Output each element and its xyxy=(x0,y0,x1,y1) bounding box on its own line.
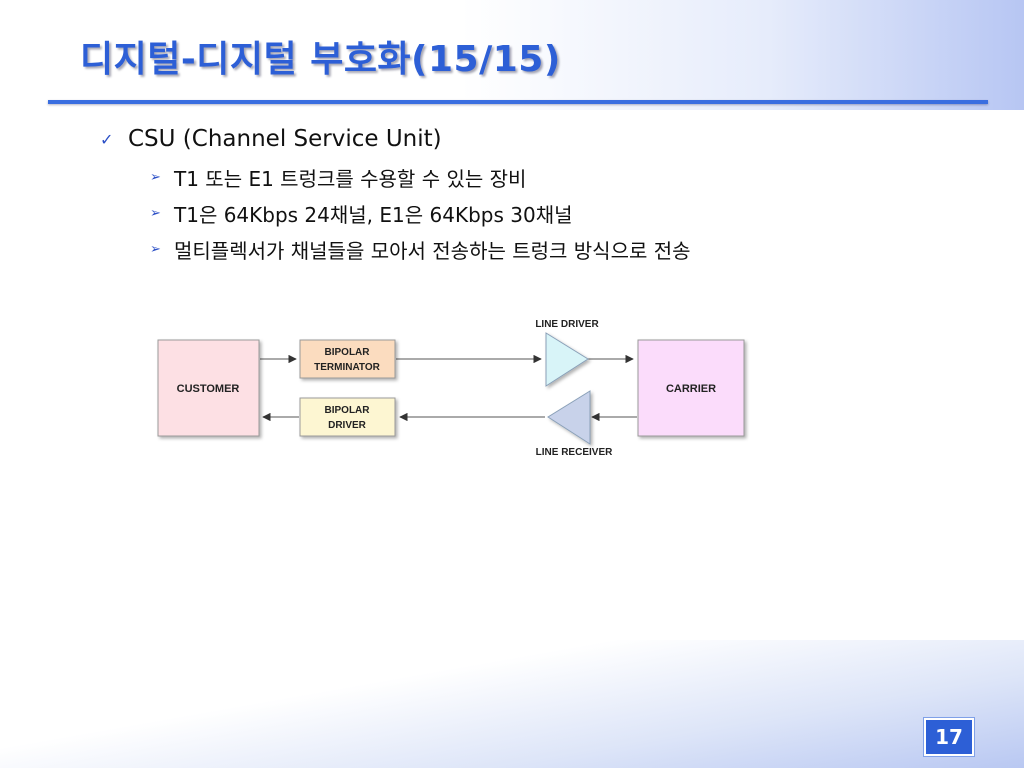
slide-title: 디지털-디지털 부호화(15/15) xyxy=(80,39,561,80)
bipolar-terminator-label-line1: BIPOLAR xyxy=(325,347,371,358)
checkmark-icon: ✓ xyxy=(100,129,114,149)
sub-bullet-3: ➢ 멀티플렉서가 채널들을 모아서 전송하는 트렁크 방식으로 전송 xyxy=(150,235,691,263)
bipolar-driver-block xyxy=(299,397,396,437)
line-receiver-amplifier-icon xyxy=(547,390,591,445)
bipolar-terminator-label-line2: TERMINATOR xyxy=(314,362,381,373)
sub-bullet-text: T1 또는 E1 트렁크를 수용할 수 있는 장비 xyxy=(174,166,527,191)
title-underline xyxy=(48,100,988,104)
carrier-label: CARRIER xyxy=(666,383,716,395)
arrowhead-icon: ➢ xyxy=(150,205,161,221)
csu-block-diagram: CUSTOMER CARRIER BIPOLAR TERMINATOR BIPO… xyxy=(157,319,745,458)
header-background xyxy=(0,0,1024,110)
line-driver-label: LINE DRIVER xyxy=(535,319,599,330)
arrowhead-icon: ➢ xyxy=(150,169,161,185)
footer-background xyxy=(0,640,1024,768)
line-driver-amplifier-icon xyxy=(545,332,589,387)
line-receiver-label: LINE RECEIVER xyxy=(536,447,613,458)
sub-bullet-text: T1은 64Kbps 24채널, E1은 64Kbps 30채널 xyxy=(174,202,573,227)
sub-bullet-text: 멀티플렉서가 채널들을 모아서 전송하는 트렁크 방식으로 전송 xyxy=(174,238,691,263)
carrier-block xyxy=(637,339,745,437)
bullet-text: CSU (Channel Service Unit) xyxy=(128,126,442,152)
sub-bullet-2: ➢ T1은 64Kbps 24채널, E1은 64Kbps 30채널 xyxy=(150,199,573,227)
bipolar-driver-label-line1: BIPOLAR xyxy=(325,405,371,416)
customer-block xyxy=(157,339,260,437)
page-number: 17 xyxy=(923,717,975,757)
bipolar-driver-label-line2: DRIVER xyxy=(328,420,367,431)
arrowhead-icon: ➢ xyxy=(150,241,161,257)
bullet-csu: ✓ CSU (Channel Service Unit) xyxy=(100,124,442,154)
sub-bullet-1: ➢ T1 또는 E1 트렁크를 수용할 수 있는 장비 xyxy=(150,163,526,191)
customer-label: CUSTOMER xyxy=(177,383,240,395)
bipolar-terminator-block xyxy=(299,339,396,379)
